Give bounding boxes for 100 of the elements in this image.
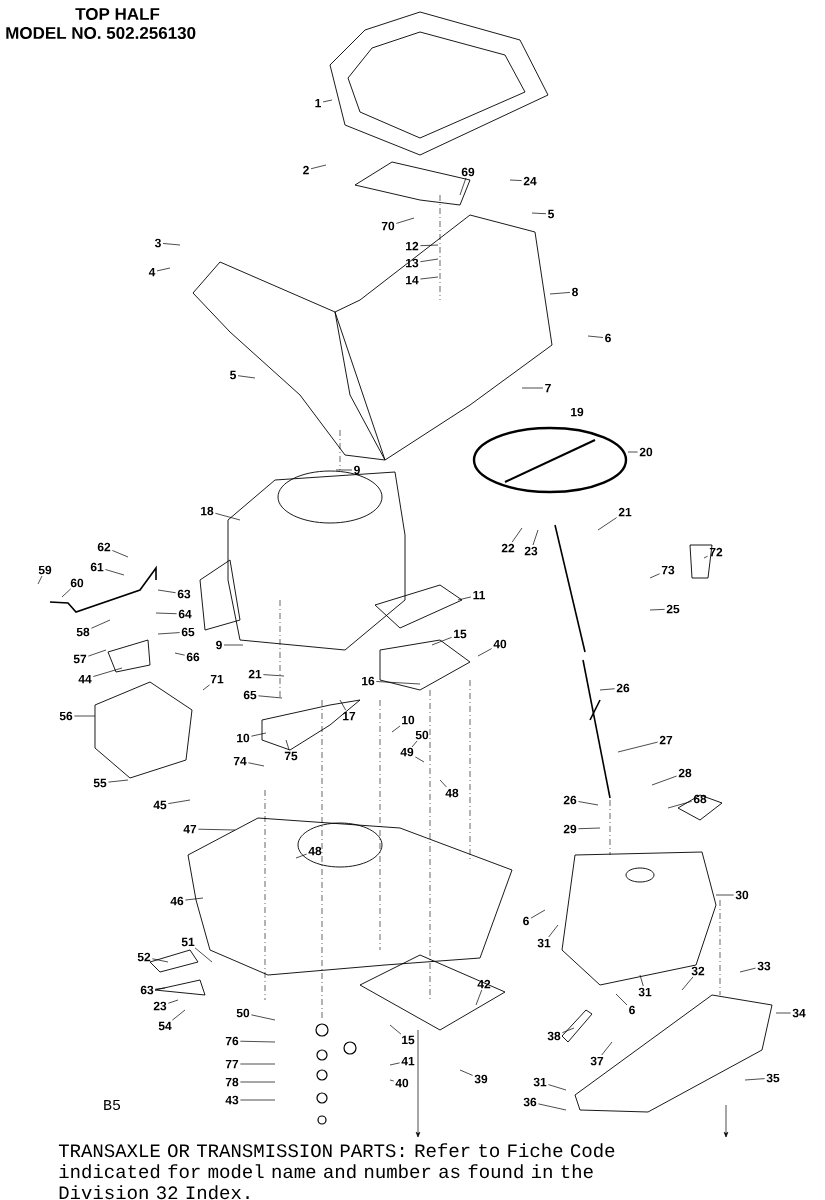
- leader-line: [155, 612, 177, 615]
- leader-line: [240, 1099, 276, 1101]
- callout-number: 72: [709, 547, 723, 557]
- leader-line: [258, 695, 283, 699]
- leader-line: [157, 632, 180, 635]
- leader-line: [389, 1079, 394, 1082]
- callout-number: 24: [523, 176, 537, 186]
- callout-number: 58: [76, 627, 90, 637]
- callout-number: 33: [757, 961, 771, 971]
- leader-line: [420, 258, 439, 263]
- callout-number: 38: [547, 1031, 561, 1041]
- callout-number: 23: [153, 1001, 167, 1011]
- leader-line: [578, 827, 601, 830]
- leader-line: [198, 828, 236, 831]
- leader-line: [548, 924, 559, 938]
- callout-number: 63: [140, 985, 154, 995]
- leader-line: [715, 894, 734, 896]
- callout-number: 37: [590, 1056, 604, 1066]
- leader-line: [639, 974, 644, 987]
- leader-line: [511, 527, 523, 543]
- leader-line: [597, 517, 617, 531]
- leader-line: [599, 688, 615, 691]
- callout-number: 46: [170, 896, 184, 906]
- callout-number: 28: [678, 768, 692, 778]
- leader-line: [240, 1040, 276, 1043]
- leader-line: [112, 550, 129, 558]
- callout-number: 60: [70, 578, 84, 588]
- leader-line: [339, 699, 347, 711]
- leader-line: [744, 1078, 765, 1081]
- callout-number: 52: [137, 952, 151, 962]
- callout-number: 9: [216, 640, 222, 650]
- leader-line: [775, 1012, 791, 1014]
- leader-line: [531, 212, 547, 215]
- callout-number: 47: [183, 824, 197, 834]
- callout-number: 15: [454, 629, 467, 639]
- callout-number: 48: [445, 788, 459, 798]
- leader-line: [627, 451, 638, 453]
- leader-line: [93, 667, 123, 677]
- callout-number: 76: [225, 1036, 239, 1046]
- callout-number: 36: [523, 1097, 537, 1107]
- callout-number: 55: [93, 778, 107, 788]
- leader-line: [475, 989, 483, 1006]
- callout-number: 61: [90, 562, 104, 572]
- leader-line: [601, 1041, 613, 1056]
- callout-number: 45: [153, 800, 167, 810]
- leader-line: [162, 243, 181, 246]
- callout-number: 34: [792, 1008, 806, 1018]
- leader-line: [237, 375, 256, 379]
- leader-line: [376, 681, 421, 685]
- callout-number: 54: [158, 1021, 172, 1031]
- callout-number: 50: [415, 730, 429, 740]
- callout-number: 6: [629, 1005, 635, 1015]
- leader-line: [335, 469, 353, 471]
- leader-line: [420, 244, 439, 247]
- callout-number: 48: [308, 846, 322, 856]
- callout-number: 74: [233, 756, 247, 766]
- leader-line: [391, 725, 401, 733]
- leader-line: [194, 947, 213, 963]
- leader-line: [295, 853, 307, 859]
- callout-number: 78: [225, 1077, 239, 1087]
- callout-number: 31: [533, 1077, 547, 1087]
- callout-number: 21: [248, 669, 262, 679]
- callout-number: 4: [148, 267, 156, 277]
- leader-line: [703, 555, 708, 559]
- callout-number: 65: [243, 690, 257, 700]
- callout-number: 42: [477, 979, 491, 989]
- callout-number: 31: [638, 987, 652, 997]
- leader-line: [185, 897, 204, 901]
- callout-number: 5: [548, 209, 554, 219]
- leader-line: [168, 999, 179, 1004]
- leader-line: [739, 967, 756, 973]
- leader-line: [617, 741, 658, 753]
- callout-number: 65: [181, 627, 195, 637]
- callout-number: 64: [178, 609, 192, 619]
- leader-line: [174, 652, 185, 656]
- leader-line: [156, 267, 171, 272]
- callout-number: 51: [181, 937, 195, 947]
- callout-number: 1: [315, 98, 321, 108]
- leader-line: [61, 588, 71, 598]
- callout-number: 70: [381, 221, 395, 231]
- callout-number: 22: [501, 543, 515, 553]
- callout-number: 77: [225, 1059, 239, 1069]
- callout-number: 31: [537, 938, 551, 948]
- callout-number: 19: [571, 407, 584, 417]
- callout-number: 40: [493, 639, 507, 649]
- leader-line: [649, 609, 665, 611]
- callout-number: 50: [236, 1008, 250, 1018]
- callout-number: 3: [154, 238, 161, 248]
- callout-number: 21: [618, 507, 632, 517]
- leader-line: [548, 1084, 567, 1091]
- leader-line: [477, 648, 492, 657]
- callout-number: 41: [401, 1056, 415, 1066]
- leader-line: [530, 909, 546, 919]
- callout-number: 6: [605, 333, 611, 343]
- leader-line: [223, 644, 244, 646]
- callout-number: 30: [735, 890, 749, 900]
- callout-number: 35: [766, 1073, 780, 1083]
- callout-number: 73: [661, 565, 675, 575]
- leader-line: [91, 619, 111, 629]
- leader-line: [285, 739, 290, 751]
